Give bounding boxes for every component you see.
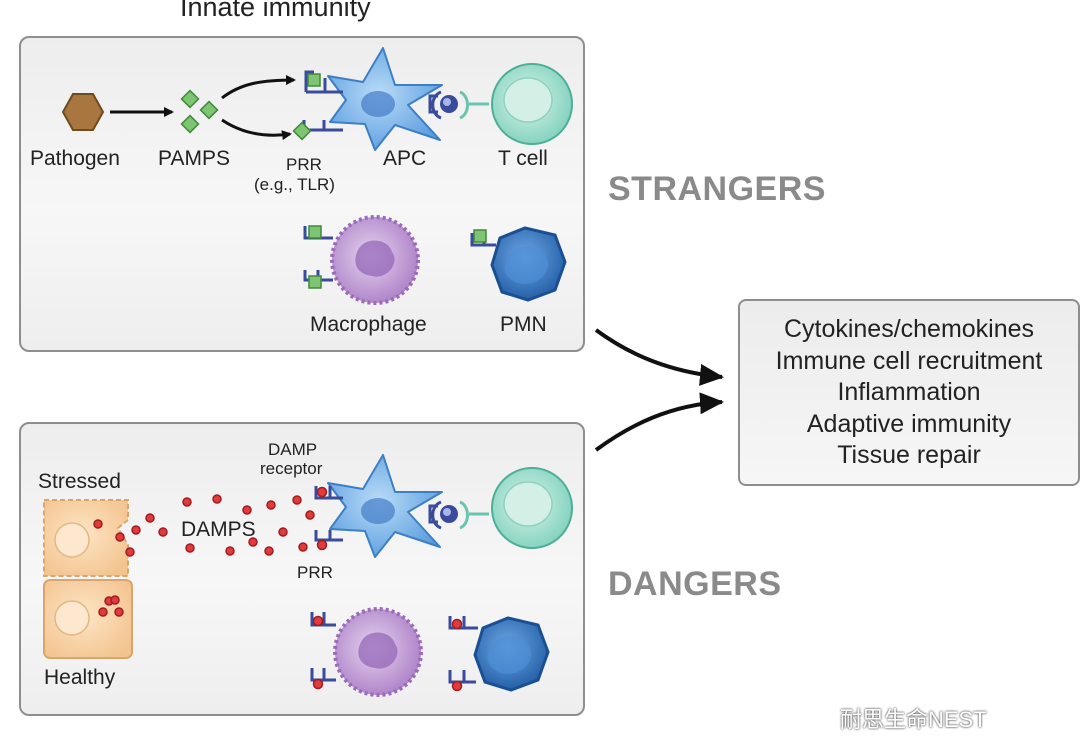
outcome-item: Immune cell recruitment: [775, 346, 1043, 375]
pamps-label: PAMPS: [158, 147, 230, 170]
synapse-top: [428, 90, 489, 120]
pmn-top: [490, 226, 567, 302]
outcome-item: Tissue repair: [837, 441, 981, 469]
pathogen-label: Pathogen: [30, 147, 120, 170]
watermark: 耐思生命NEST: [840, 707, 987, 732]
pamps-shape: [180, 89, 219, 134]
apc-cell-top: [327, 47, 443, 151]
outcome-item: Cytokines/chemokines: [783, 315, 1035, 343]
damp-receptor-label-line2: receptor: [260, 459, 323, 478]
outcome-item: Inflammation: [837, 378, 981, 406]
pmn-bottom: [473, 616, 550, 692]
prr-bottom-label: PRR: [297, 563, 333, 582]
healthy-label: Healthy: [44, 666, 116, 689]
diagram-title: Innate immunity: [180, 0, 371, 22]
t-cell-top: [491, 63, 573, 145]
arrow-dangers-to-outcomes: [594, 392, 724, 452]
stressed-cell: [43, 499, 129, 577]
outcome-item: Adaptive immunity: [806, 409, 1012, 438]
prr-label: PRR: [286, 155, 322, 174]
damp-receptor-label-line1: DAMP: [268, 440, 318, 459]
macrophage-top: [330, 215, 420, 305]
prr-example-label: (e.g., TLR): [254, 175, 335, 194]
prr-receptor-top-1: [304, 70, 343, 94]
apc-cell-bottom: [327, 454, 443, 558]
arrow-strangers-to-outcomes: [594, 328, 724, 386]
macrophage-label: Macrophage: [310, 313, 427, 336]
t-cell-label: T cell: [498, 147, 548, 170]
outcomes-box: Cytokines/chemokines Immune cell recruit…: [738, 299, 1080, 486]
dangers-heading: DANGERS: [608, 565, 782, 603]
damp-particles: [93, 494, 315, 617]
strangers-heading: STRANGERS: [608, 170, 826, 208]
apc-label: APC: [383, 147, 427, 170]
stressed-label: Stressed: [38, 470, 121, 493]
pathogen-shape: [61, 93, 105, 131]
damps-label: DAMPS: [181, 518, 256, 541]
strangers-panel: [19, 36, 585, 352]
healthy-cell: [43, 579, 133, 659]
pmn-label: PMN: [500, 313, 547, 336]
macrophage-bottom: [333, 607, 423, 697]
t-cell-bottom: [491, 467, 573, 549]
synapse-bottom: [428, 500, 489, 530]
